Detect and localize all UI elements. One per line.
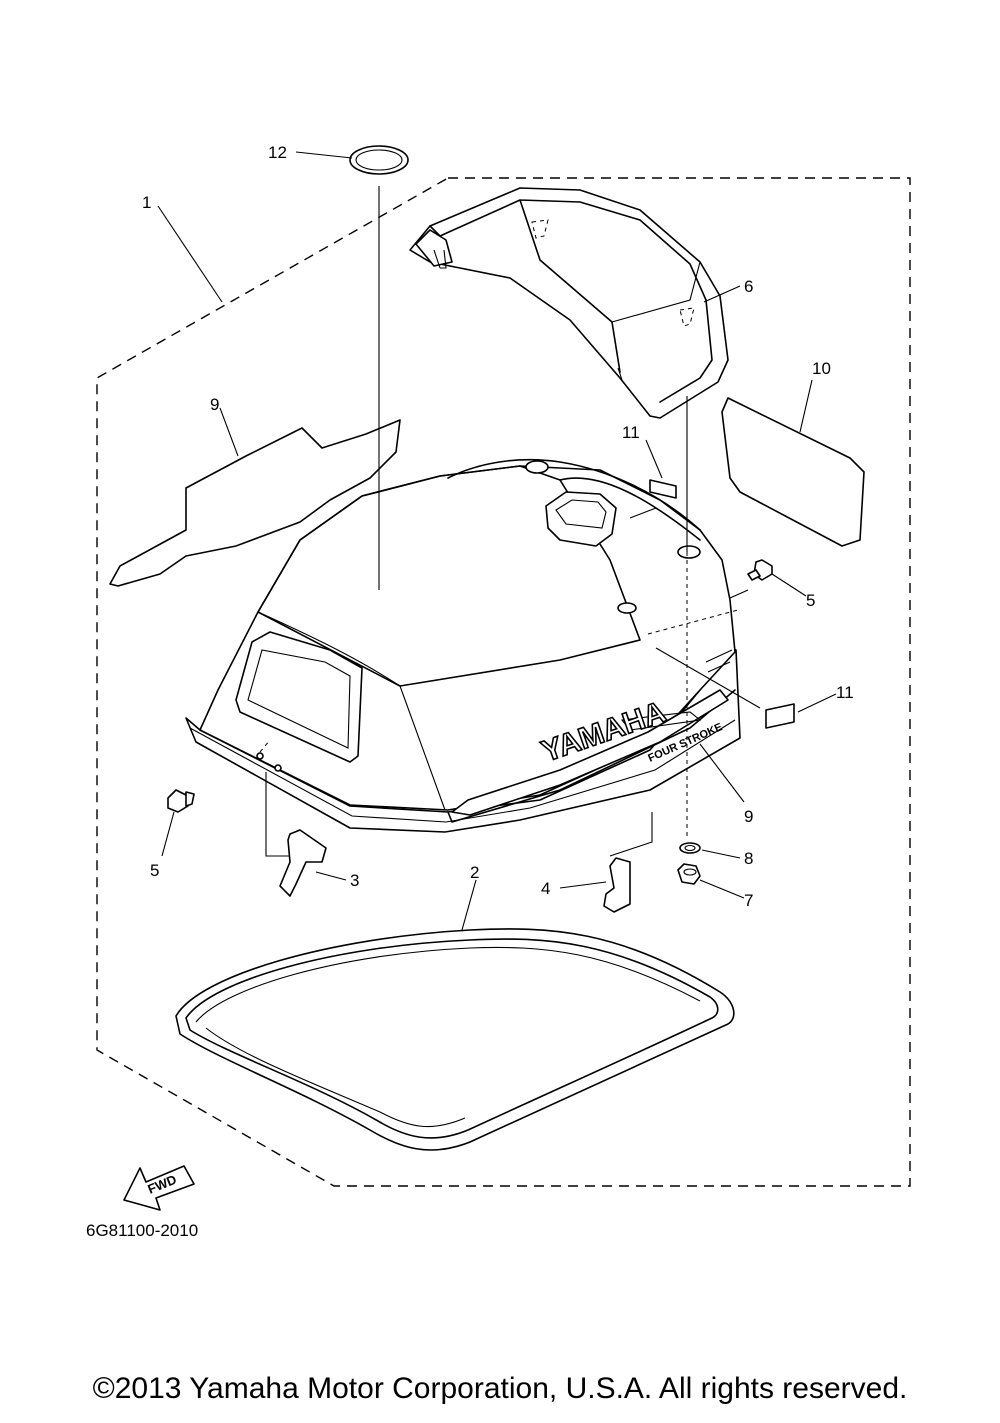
part-2-cowling-seal [175, 928, 735, 1151]
part-12-o-ring [349, 145, 409, 175]
assembly-boundary [96, 177, 911, 1187]
part-10-decal [721, 397, 865, 547]
copyright-notice: ©2013 Yamaha Motor Corporation, U.S.A. A… [92, 1372, 908, 1405]
callout-7: 7 [744, 891, 753, 910]
part-1-top-cowling: YAMAHA FOUR STROKE [185, 458, 741, 833]
callout-6: 6 [744, 277, 753, 296]
part-6-rear-cover [409, 187, 729, 419]
assembly-guide-lines [259, 186, 761, 857]
callout-5-right: 5 [806, 591, 815, 610]
part-9-side-decal [109, 419, 401, 587]
callout-4: 4 [541, 879, 550, 898]
part-4-bracket [603, 857, 631, 913]
leader-lines [157, 151, 837, 931]
callout-2: 2 [470, 863, 479, 882]
callout-5-left: 5 [150, 861, 159, 880]
drawing-code: 6G81100-2010 [86, 1221, 198, 1240]
part-5-bolt-left [167, 789, 195, 813]
part-3-bracket [279, 829, 327, 897]
part-5-bolt-right [747, 559, 773, 581]
part-8-washer [679, 842, 701, 854]
callout-9-upper: 9 [210, 395, 219, 414]
callout-9-lower: 9 [744, 807, 753, 826]
callout-8: 8 [744, 849, 753, 868]
callout-10: 10 [812, 359, 831, 378]
callout-11-lower: 11 [836, 683, 854, 702]
part-7-nut [677, 863, 701, 885]
forward-arrow-icon: FWD [123, 1165, 195, 1211]
callout-12: 12 [268, 143, 287, 162]
callout-11-upper: 11 [622, 423, 640, 442]
part-11-pad-upper [649, 479, 677, 499]
callout-3: 3 [350, 871, 359, 890]
part-11-pad-lower [765, 703, 795, 729]
callout-1: 1 [142, 193, 151, 212]
